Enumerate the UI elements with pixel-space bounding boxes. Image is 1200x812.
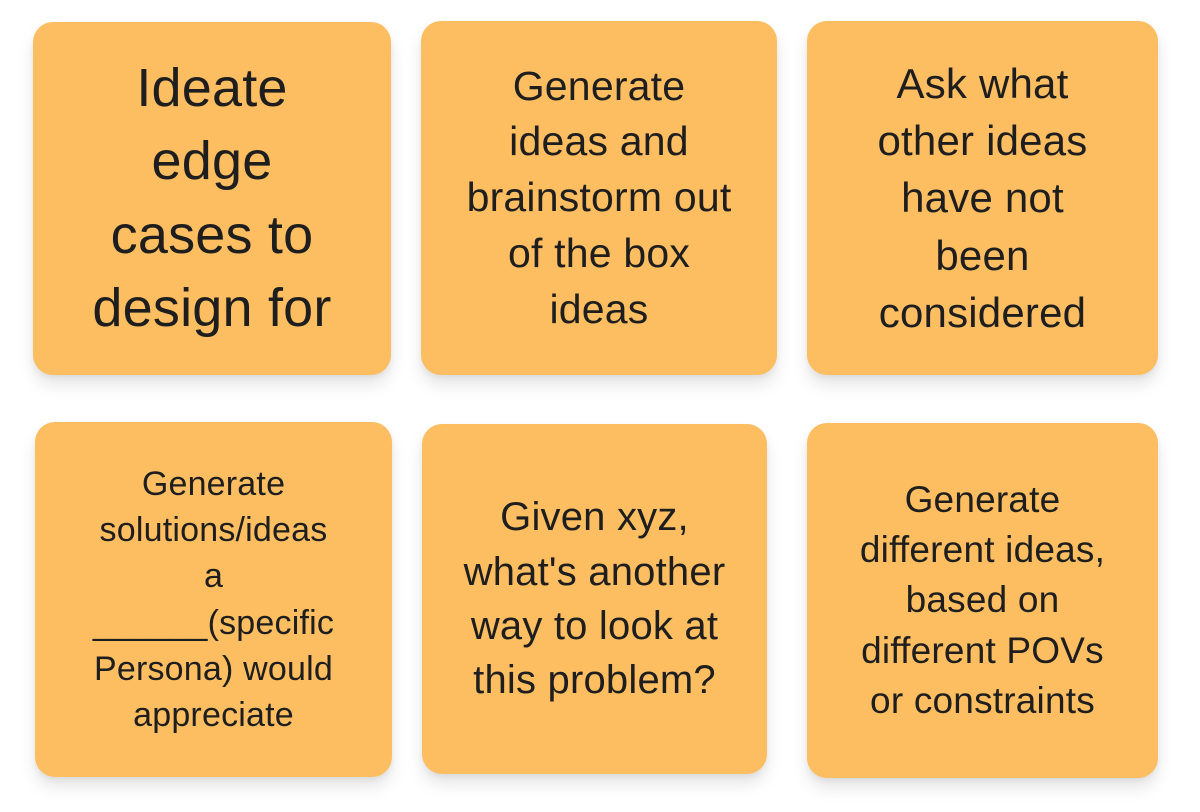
sticky-note[interactable]: Ask what other ideas have not been consi… [807, 21, 1158, 375]
sticky-note-text: Given xyz, what's another way to look at… [463, 495, 726, 703]
sticky-note[interactable]: Ideate edge cases to design for [33, 22, 391, 375]
sticky-note-text: Generate ideas and brainstorm out of the… [466, 62, 732, 332]
sticky-note-text: Generate solutions/ideas a ______(specif… [92, 464, 335, 734]
sticky-note[interactable]: Generate solutions/ideas a ______(specif… [35, 422, 392, 777]
sticky-note-text: Generate different ideas, based on diffe… [859, 478, 1106, 721]
sticky-note[interactable]: Given xyz, what's another way to look at… [422, 424, 767, 774]
sticky-note-text: Ask what other ideas have not been consi… [877, 60, 1088, 336]
sticky-note-text: Ideate edge cases to design for [92, 57, 332, 338]
sticky-note[interactable]: Generate ideas and brainstorm out of the… [421, 21, 777, 375]
sticky-note[interactable]: Generate different ideas, based on diffe… [807, 423, 1158, 778]
